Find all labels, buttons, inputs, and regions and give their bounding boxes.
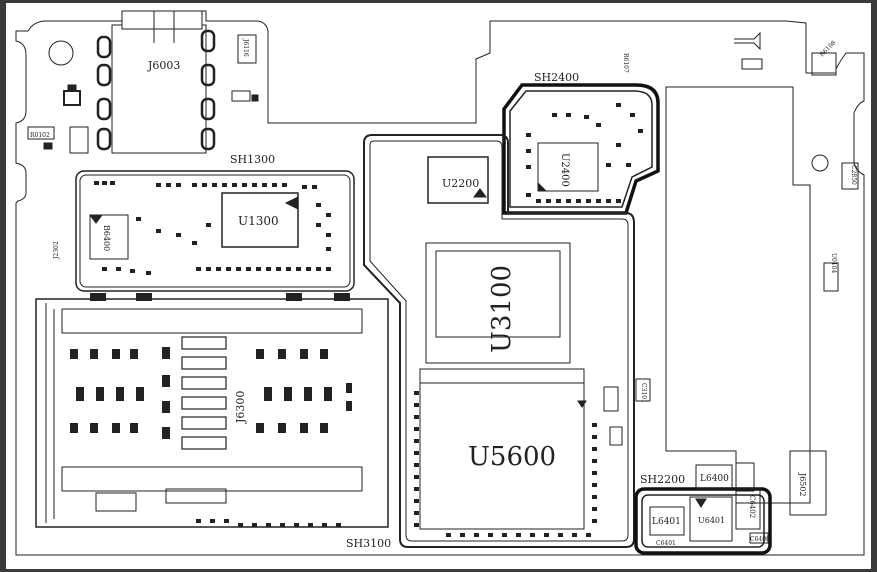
label-c6402: C6402 — [748, 495, 756, 518]
label-j6300: J6300 — [234, 391, 247, 424]
connector-j6502 — [789, 450, 827, 516]
label-l6401: L6401 — [652, 517, 681, 527]
shield-sh1300 — [75, 170, 355, 292]
label-r6107: R6107 — [622, 53, 629, 73]
label-j6502: J6502 — [798, 472, 807, 497]
label-r6108: R6108 — [818, 39, 837, 58]
label-j6116: J6116 — [242, 38, 249, 57]
label-u3100: U3100 — [487, 265, 517, 353]
label-c6401: C6401 — [656, 540, 676, 547]
board-cutout — [665, 86, 811, 504]
label-sh3100: SH3100 — [346, 537, 391, 550]
shield-sh3100 — [363, 134, 635, 548]
label-u1300: U1300 — [238, 214, 279, 228]
label-u5600: U5600 — [468, 442, 556, 472]
chip-u6401 — [689, 496, 733, 542]
connector-j6003 — [111, 24, 207, 154]
label-r0102: R0102 — [30, 132, 50, 139]
label-j2302: J2302 — [53, 241, 60, 260]
chip-u3100 — [435, 250, 561, 338]
label-b6400: B6400 — [102, 225, 111, 251]
label-u0104: U0104 — [830, 253, 837, 274]
label-sh2400: SH2400 — [534, 71, 579, 84]
chip-u1300 — [221, 192, 299, 248]
board-outline — [15, 10, 865, 556]
mount-hole — [48, 40, 74, 66]
label-l6400: L6400 — [700, 474, 729, 484]
pcb-layout-board: J6003 SH1300 SH2400 SH3100 SH2200 U1300 … — [6, 3, 871, 569]
label-u2200: U2200 — [442, 177, 479, 190]
smd-pad-field — [70, 103, 643, 537]
label-j6003: J6003 — [147, 59, 180, 72]
label-c6408: C6408 — [750, 536, 770, 543]
label-u6401: U6401 — [698, 516, 725, 525]
label-u2400: U2400 — [559, 153, 570, 187]
pcb-diagram: J6003 SH1300 SH2400 SH3100 SH2200 U1300 … — [15, 10, 865, 556]
chip-u2200 — [427, 156, 489, 204]
shield-sh2400 — [502, 83, 660, 215]
connector-j6300 — [35, 298, 389, 528]
label-c3101: C3101 — [640, 383, 647, 403]
label-sh1300: SH1300 — [230, 153, 275, 166]
chip-u5600 — [419, 368, 585, 530]
label-c2850: C2850 — [850, 165, 857, 185]
label-sh2200: SH2200 — [640, 473, 685, 486]
